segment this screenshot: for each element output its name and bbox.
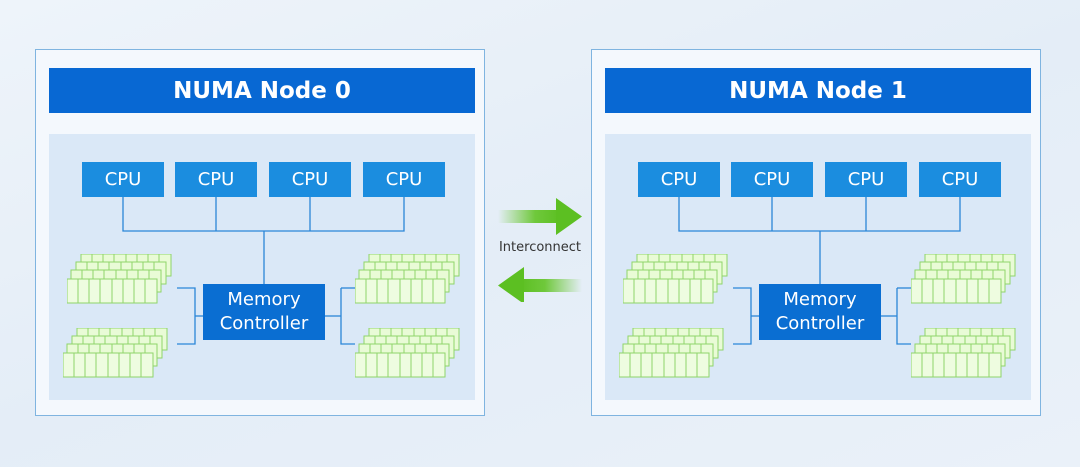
memory-module-stack xyxy=(355,254,460,304)
bus-wires xyxy=(122,197,405,345)
memory-controller-line-1: Memory xyxy=(227,289,301,310)
cpu-block: CPU xyxy=(638,162,720,197)
cpu-block: CPU xyxy=(825,162,907,197)
cpu-block: CPU xyxy=(919,162,1001,197)
cpu-block: CPU xyxy=(363,162,445,197)
node-title: NUMA Node 0 xyxy=(49,68,475,113)
node-body: CPU CPU CPU CPU Memory Controller xyxy=(49,134,475,400)
memory-controller-line-2: Controller xyxy=(775,313,865,334)
interconnect-label: Interconnect xyxy=(498,240,582,255)
cpu-block: CPU xyxy=(82,162,164,197)
memory-module-stack xyxy=(911,328,1016,378)
memory-module-stack xyxy=(911,254,1016,304)
interconnect-arrows xyxy=(498,198,582,302)
memory-controller-line-2: Controller xyxy=(219,313,309,334)
numa-node-0: NUMA Node 0 CPU CPU CPU CPU Memory Contr… xyxy=(35,49,485,416)
cpu-block: CPU xyxy=(269,162,351,197)
memory-module-stack xyxy=(623,254,728,304)
bus-wires xyxy=(678,197,961,345)
memory-module-stack xyxy=(355,328,460,378)
memory-module-stack xyxy=(67,254,172,304)
cpu-block: CPU xyxy=(731,162,813,197)
node-body: CPU CPU CPU CPU Memory Controller xyxy=(605,134,1031,400)
arrow-right-icon xyxy=(498,198,582,235)
node-title: NUMA Node 1 xyxy=(605,68,1031,113)
memory-module-stack xyxy=(619,328,724,378)
arrow-left-icon xyxy=(498,267,582,302)
cpu-block: CPU xyxy=(175,162,257,197)
memory-controller: Memory Controller xyxy=(203,284,325,340)
numa-node-1: NUMA Node 1 CPU CPU CPU CPU Memory Contr… xyxy=(591,49,1041,416)
memory-controller: Memory Controller xyxy=(759,284,881,340)
memory-controller-line-1: Memory xyxy=(783,289,857,310)
memory-module-stack xyxy=(63,328,168,378)
